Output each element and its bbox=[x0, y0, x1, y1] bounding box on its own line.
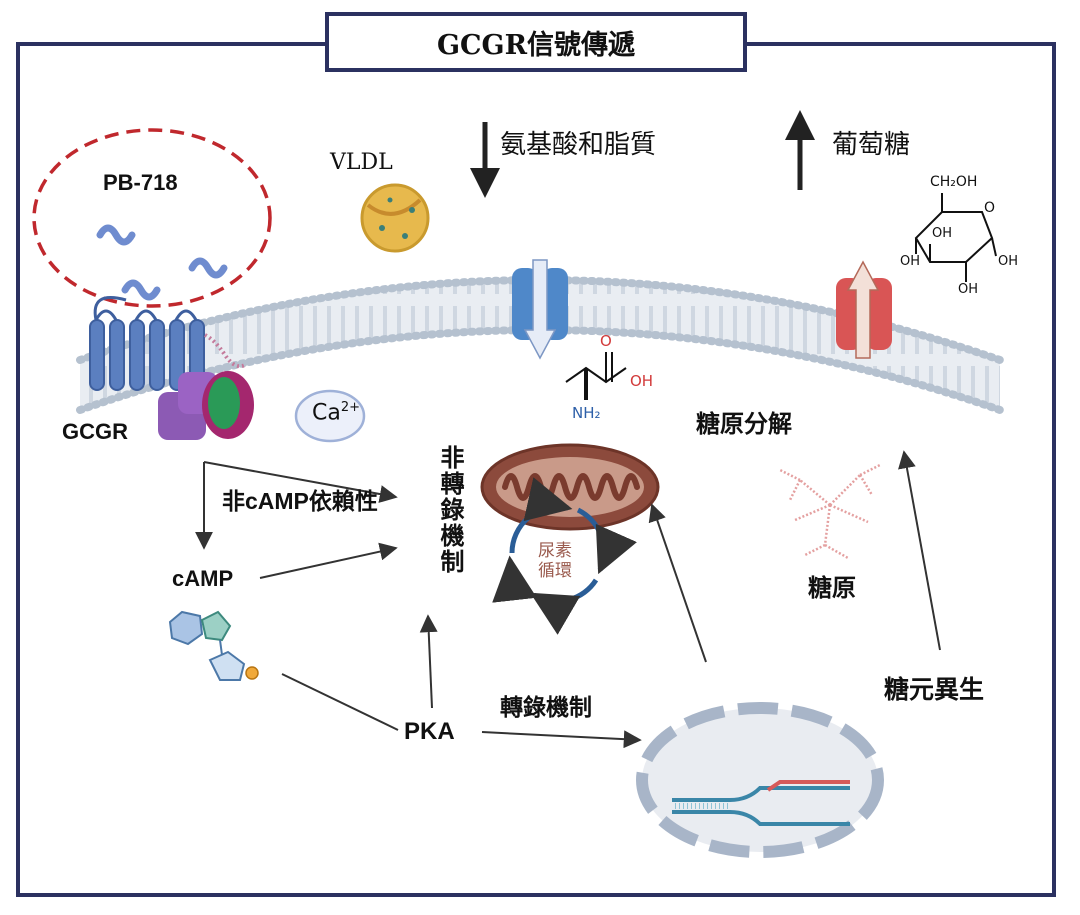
gluconeogenesis-label: 糖元異生 bbox=[884, 676, 985, 704]
glucose-oh-c: OH bbox=[998, 254, 1019, 269]
glycogen-label: 糖原 bbox=[808, 575, 856, 602]
glycogenolysis-label: 糖原分解 bbox=[696, 411, 792, 438]
gcgr-label: GCGR bbox=[62, 419, 128, 444]
glucose-oh-b: OH bbox=[900, 254, 921, 269]
non-transcription-label: 非轉錄機制 bbox=[436, 445, 463, 575]
vldl-particle-icon bbox=[360, 183, 430, 253]
diagram-title: GCGR信號傳遞 bbox=[325, 12, 747, 72]
pb718-peptides bbox=[96, 224, 228, 301]
amino-acid-structure-icon bbox=[565, 352, 627, 400]
mitochondrion-icon bbox=[480, 443, 660, 531]
urea-cycle-label-line1: 尿素 bbox=[538, 541, 572, 561]
glucose-structure-icon bbox=[914, 193, 997, 282]
amino-acid-transporter-icon bbox=[512, 259, 568, 360]
transcription-label: 轉錄機制 bbox=[500, 694, 592, 720]
glucose-transporter-icon bbox=[836, 260, 892, 359]
urea-cycle-label-line2: 循環 bbox=[538, 561, 572, 581]
calcium-label: Ca2+ bbox=[312, 400, 361, 426]
amino-lipid-label: 氨基酸和脂質 bbox=[500, 130, 657, 160]
amino-o: O bbox=[600, 332, 612, 350]
glycogen-icon bbox=[779, 463, 881, 560]
camp-molecule-icon bbox=[168, 610, 259, 681]
urea-cycle-arrows bbox=[492, 477, 637, 635]
camp-label: cAMP bbox=[172, 566, 234, 591]
glucose-ch2oh: CH₂OH bbox=[930, 174, 978, 190]
glucose-label: 葡萄糖 bbox=[832, 130, 911, 160]
amino-nh2: NH₂ bbox=[572, 404, 601, 422]
glucose-oh-d: OH bbox=[958, 282, 979, 297]
vldl-label: VLDL bbox=[330, 150, 393, 175]
nucleus-icon bbox=[636, 702, 884, 858]
glucose-oh-a: OH bbox=[932, 226, 953, 241]
pb718-circle bbox=[32, 128, 272, 308]
pathway-arrows bbox=[195, 450, 941, 749]
calcium-ion-badge bbox=[294, 389, 366, 443]
glucose-ring-o: O bbox=[984, 200, 996, 216]
gcgr-receptor-icon bbox=[89, 296, 254, 440]
non-camp-label: 非cAMP依賴性 bbox=[222, 488, 378, 514]
amino-oh: OH bbox=[630, 372, 654, 390]
pka-label: PKA bbox=[404, 718, 455, 745]
pb718-label: PB-718 bbox=[103, 170, 178, 195]
